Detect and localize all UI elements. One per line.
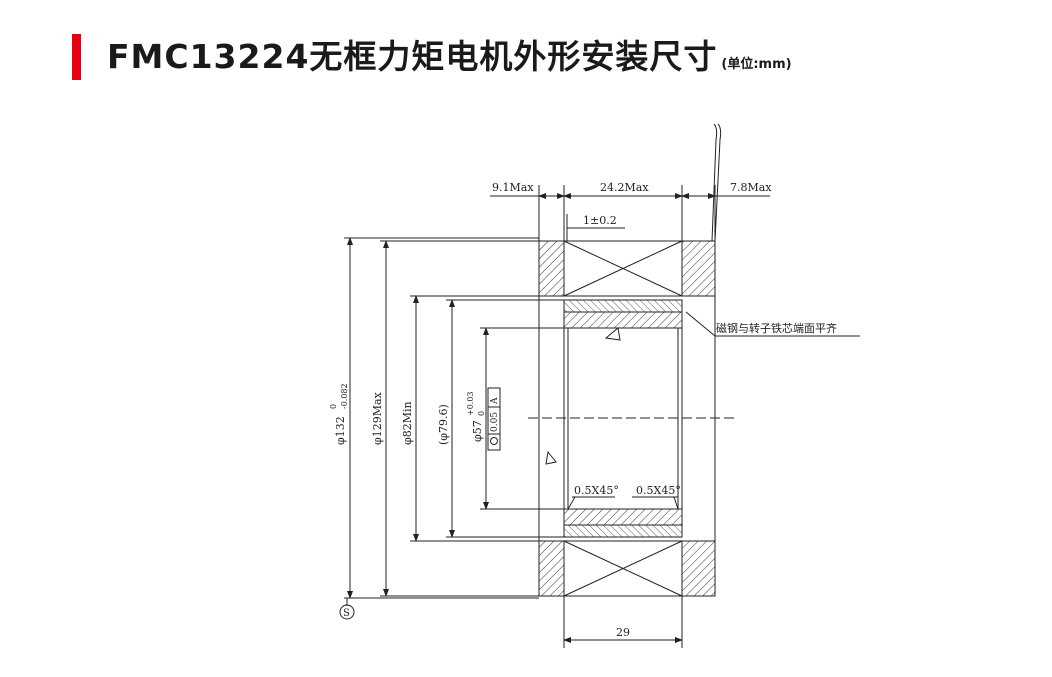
- lead-wire: [711, 123, 722, 242]
- chamfer-left: 0.5X45°: [574, 484, 619, 497]
- magnet-bottom: [563, 524, 683, 538]
- magnet-note: 磁钢与转子铁芯端面平齐: [716, 321, 837, 335]
- rotor-core-bottom: [563, 508, 683, 526]
- dim-129: φ129Max: [371, 391, 384, 445]
- stator-right-bottom-block: [681, 540, 716, 597]
- dim-width: 29: [616, 626, 630, 639]
- page-title: FMC13224无框力矩电机外形安装尺寸(单位:mm): [107, 34, 792, 88]
- runout-datum-label: A: [490, 397, 500, 405]
- dim-right-max: 7.8Max: [730, 181, 772, 194]
- dim-79: (φ79.6): [437, 404, 450, 445]
- runout-frame: [487, 387, 501, 451]
- datum-triangle-left: [545, 450, 557, 465]
- datum-s-circle: [339, 604, 355, 620]
- dim-left-max: 9.1Max: [492, 181, 534, 194]
- magnet-top: [563, 299, 683, 313]
- datum-triangle-top: [604, 327, 621, 341]
- stator-left-top-block: [538, 240, 565, 297]
- dim-outer-diameter: φ132: [334, 416, 347, 445]
- dim-offset: 1±0.2: [583, 214, 617, 227]
- dim-inner-diameter: φ57: [471, 420, 484, 442]
- page-title-text: FMC13224无框力矩电机外形安装尺寸: [107, 37, 718, 76]
- runout-tolerance: 0.05: [490, 412, 500, 432]
- dim-outer-tol-lower: -0.082: [340, 383, 349, 409]
- unit-note: (单位:mm): [721, 57, 792, 72]
- rotor-core-top: [563, 311, 683, 329]
- stator-left-bottom-block: [538, 540, 565, 597]
- dim-82: φ82Min: [401, 401, 414, 445]
- chamfer-right: 0.5X45°: [636, 484, 681, 497]
- dim-inner-tol-upper: +0.03: [466, 391, 475, 416]
- stator-right-top-block: [681, 240, 716, 297]
- dim-middle-max: 24.2Max: [600, 181, 649, 194]
- dim-outer-tol-upper: 0: [329, 404, 338, 409]
- title-accent-bar: [72, 34, 81, 80]
- datum-s-label: S: [343, 608, 350, 619]
- dim-inner-tol-lower: 0: [477, 411, 486, 416]
